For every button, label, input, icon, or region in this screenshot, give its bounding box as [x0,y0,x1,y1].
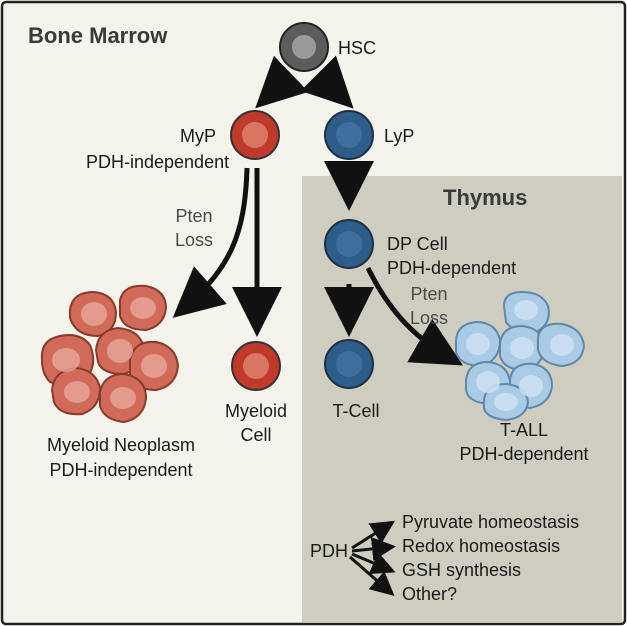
dp-cell-sublabel: PDH-dependent [387,258,516,278]
myeloid-neoplasm-cluster [40,284,180,424]
t-all-label-2: PDH-dependent [459,444,588,464]
hsc-cell [279,22,329,72]
pten-loss-left-2: Loss [175,230,213,250]
t-all-label-1: T-ALL [500,420,548,440]
pdh-target-gsh: GSH synthesis [402,560,521,580]
dp-cell [324,219,374,269]
arrows [172,55,464,366]
pten-loss-left-1: Pten [175,206,212,226]
pdh-source-label: PDH [310,541,348,561]
hsc-label: HSC [338,38,376,58]
pdh-target-other: Other? [402,584,457,604]
myp-cell [230,110,280,160]
myeloid-neoplasm-label-2: PDH-independent [49,460,192,480]
thymus-title: Thymus [443,185,527,210]
bone-marrow-title: Bone Marrow [28,23,168,48]
myp-label: MyP [180,126,216,146]
arrow-pdh-pyruvate [351,520,396,550]
arrow-dp-to-tall [365,266,464,366]
pten-loss-right-2: Loss [410,308,448,328]
lyp-cell [324,110,374,160]
myeloid-cell [231,341,281,391]
t-cell-label: T-Cell [332,401,379,421]
t-all-cluster [455,290,586,422]
arrow-pdh-redox [351,536,396,561]
lyp-label: LyP [384,126,414,146]
pdh-target-redox: Redox homeostasis [402,536,560,556]
arrow-pdh-other [349,555,395,596]
pdh-target-pyruvate: Pyruvate homeostasis [402,512,579,532]
myeloid-neoplasm-label-1: Myeloid Neoplasm [47,435,195,455]
arrow-myp-to-neoplasm [172,167,250,318]
arrow-pdh-gsh [351,551,396,575]
arrow-hsc-to-myp [255,55,309,109]
myeloid-cell-label-1: Myeloid [225,401,287,421]
dp-cell-label: DP Cell [387,234,448,254]
arrow-hsc-to-lyp [300,55,354,109]
myeloid-cell-label-2: Cell [240,425,271,445]
myp-sublabel: PDH-independent [86,152,229,172]
pten-loss-right-1: Pten [410,284,447,304]
pdh-arrows [349,520,396,596]
t-cell [324,339,374,389]
